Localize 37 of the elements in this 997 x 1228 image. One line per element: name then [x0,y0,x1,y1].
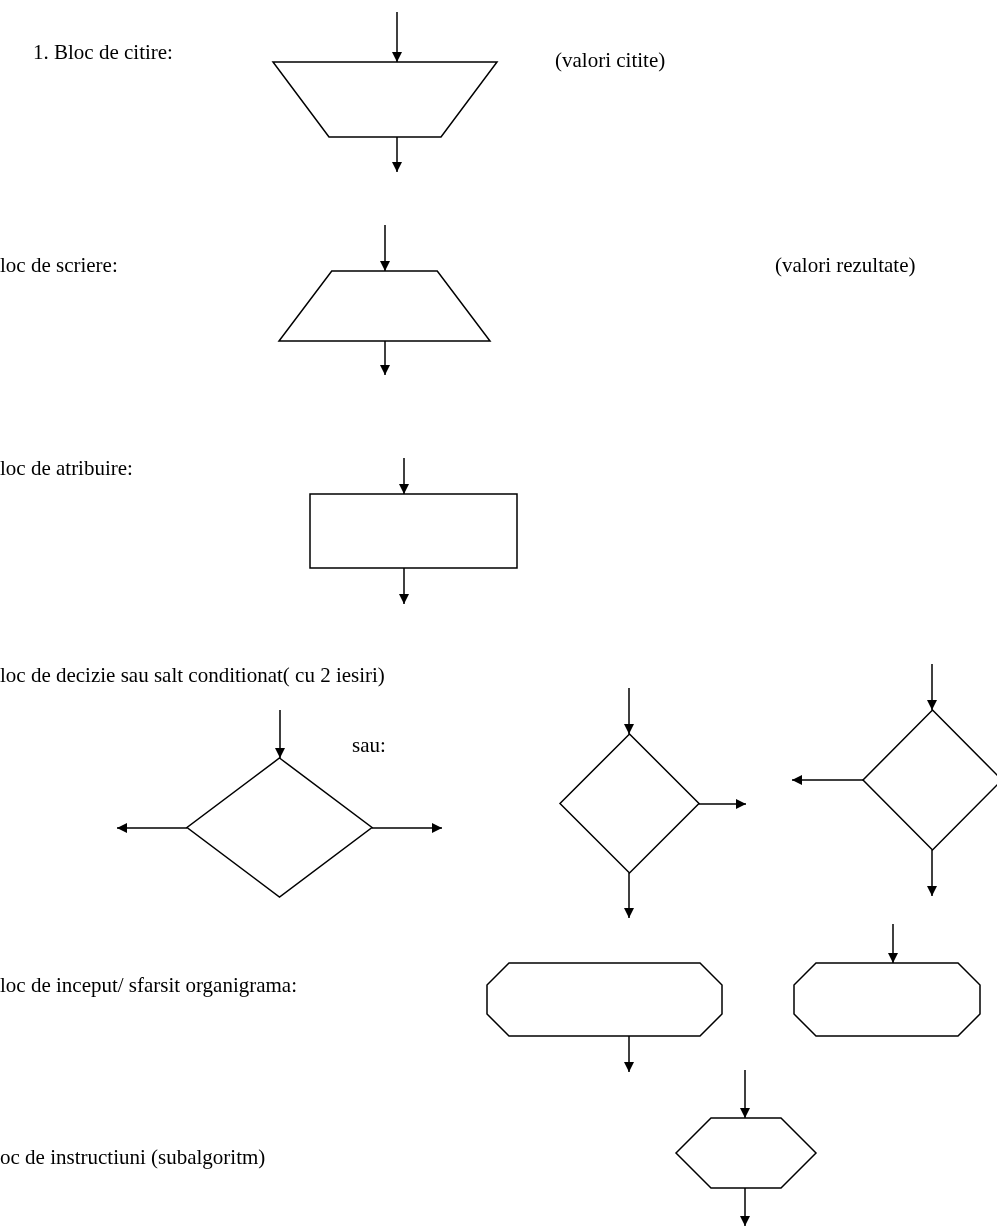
arrow [927,849,937,897]
block-heading: loc de scriere: [0,252,118,278]
block-heading: (valori rezultate) [775,252,916,278]
trapezoid-block [273,62,497,137]
decision-diamond [560,734,699,873]
arrow [791,775,864,785]
arrow [275,709,285,759]
block-heading: loc de atribuire: [0,455,133,481]
arrow [380,340,390,376]
decision-diamond [863,710,997,850]
block-heading: sau: [352,732,386,758]
block-heading: oc de instructiuni (subalgoritm) [0,1144,266,1170]
block-heading: (valori citite) [555,47,666,73]
terminal-block [487,963,722,1036]
arrow [392,136,402,173]
arrow [927,663,937,711]
trapezoid-block [279,271,490,341]
arrow [371,823,443,833]
arrow [399,567,409,605]
arrow [116,823,188,833]
terminal-block [794,963,980,1036]
arrow [392,11,402,63]
arrow [624,687,634,735]
decision-diamond [187,758,372,897]
process-box [310,494,517,568]
arrow [624,1035,634,1073]
arrow [380,224,390,272]
block-heading: 1. Bloc de citire: [33,39,173,65]
subroutine-hexagon [676,1118,816,1188]
arrow [399,457,409,495]
arrow [740,1187,750,1227]
arrow [624,872,634,919]
arrow [740,1069,750,1119]
block-heading: loc de decizie sau salt conditionat( cu 2 iesiri) [0,662,385,688]
arrow [698,799,747,809]
block-heading: loc de inceput/ sfarsit organigrama: [0,972,297,998]
arrow [888,923,898,964]
